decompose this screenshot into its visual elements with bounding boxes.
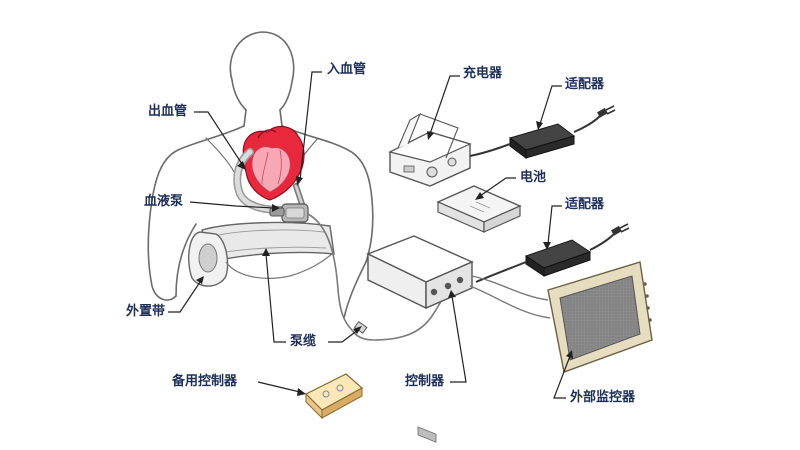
battery [436, 185, 522, 233]
adapter-top [469, 105, 616, 159]
label-driveline-cable: 泵缆 [290, 334, 317, 349]
external-monitor [547, 261, 653, 373]
label-external-monitor: 外部监控器 [570, 390, 636, 405]
controller [366, 235, 474, 443]
backup-controller [304, 373, 364, 420]
label-controller: 控制器 [405, 374, 445, 389]
label-adapter-bottom: 适配器 [565, 197, 605, 212]
leader-lines [168, 71, 573, 399]
label-blood-pump: 血液泵 [144, 194, 184, 209]
label-adapter-top: 适配器 [565, 77, 605, 92]
label-outflow-graft: 出血管 [148, 104, 188, 119]
label-charger: 充电器 [463, 66, 503, 81]
charger [388, 112, 472, 187]
heart [242, 125, 305, 201]
external-belt [188, 221, 335, 287]
adapter-bottom [475, 223, 630, 283]
label-inflow-cannula: 入血管 [327, 62, 367, 77]
label-backup-controller: 备用控制器 [172, 374, 238, 389]
label-external-belt: 外置带 [126, 304, 166, 319]
controller-monitor-cables [469, 275, 551, 319]
inflow-cannula [293, 183, 305, 207]
label-battery: 电池 [520, 170, 547, 185]
